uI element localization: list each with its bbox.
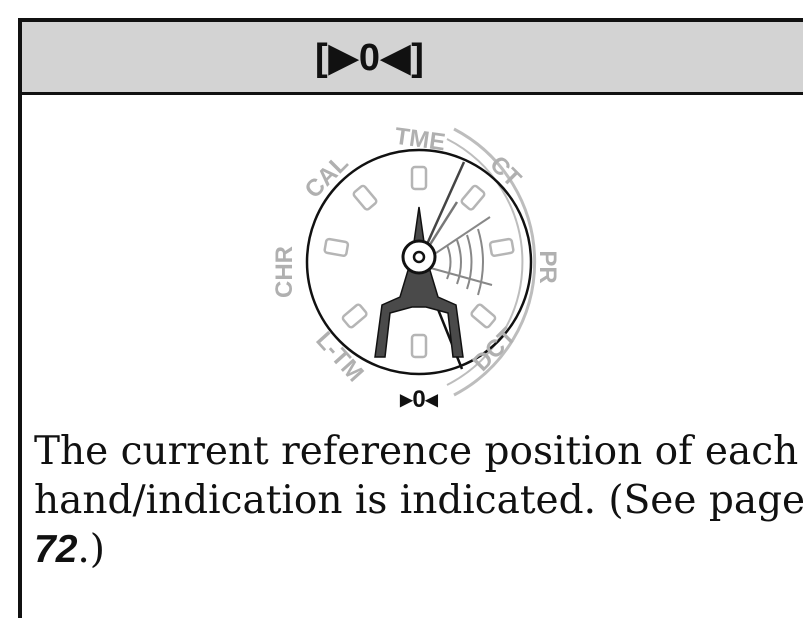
dial-label-dct: DCT — [468, 322, 522, 376]
section-header: [▶0◀] — [22, 22, 803, 95]
description-line-3: 72.) — [34, 525, 803, 574]
dial-label-cal: CAL — [300, 150, 354, 204]
fork-hand — [374, 256, 464, 358]
dial-tick-marks — [323, 165, 515, 359]
outer-arc — [453, 127, 537, 397]
dial-face — [305, 148, 533, 376]
bottom-zero-marker: ▸0◂ — [399, 386, 438, 413]
page-reference-link[interactable]: 72 — [34, 528, 78, 571]
motion-fan — [426, 216, 493, 296]
hand-top — [413, 206, 425, 243]
instruction-panel: [▶0◀] — [18, 18, 803, 618]
watch-dial-svg: TME CT PR DCT L-TM CHR CAL ▸0◂ — [271, 123, 561, 413]
description-line-2: hand/indication is indicated. (See page — [34, 478, 803, 523]
watch-dial-illustration: TME CT PR DCT L-TM CHR CAL ▸0◂ — [242, 107, 602, 427]
header-title: [▶0◀] — [315, 36, 425, 79]
description-line-3-suffix: .) — [77, 527, 106, 572]
description-text: The current reference position of each h… — [34, 427, 803, 574]
outer-arc-inner — [446, 138, 524, 386]
dial-label-pr: PR — [534, 250, 561, 283]
dial-label-chr: CHR — [271, 246, 298, 298]
description-line-1: The current reference position of each — [34, 429, 799, 474]
center-pin — [412, 250, 426, 264]
